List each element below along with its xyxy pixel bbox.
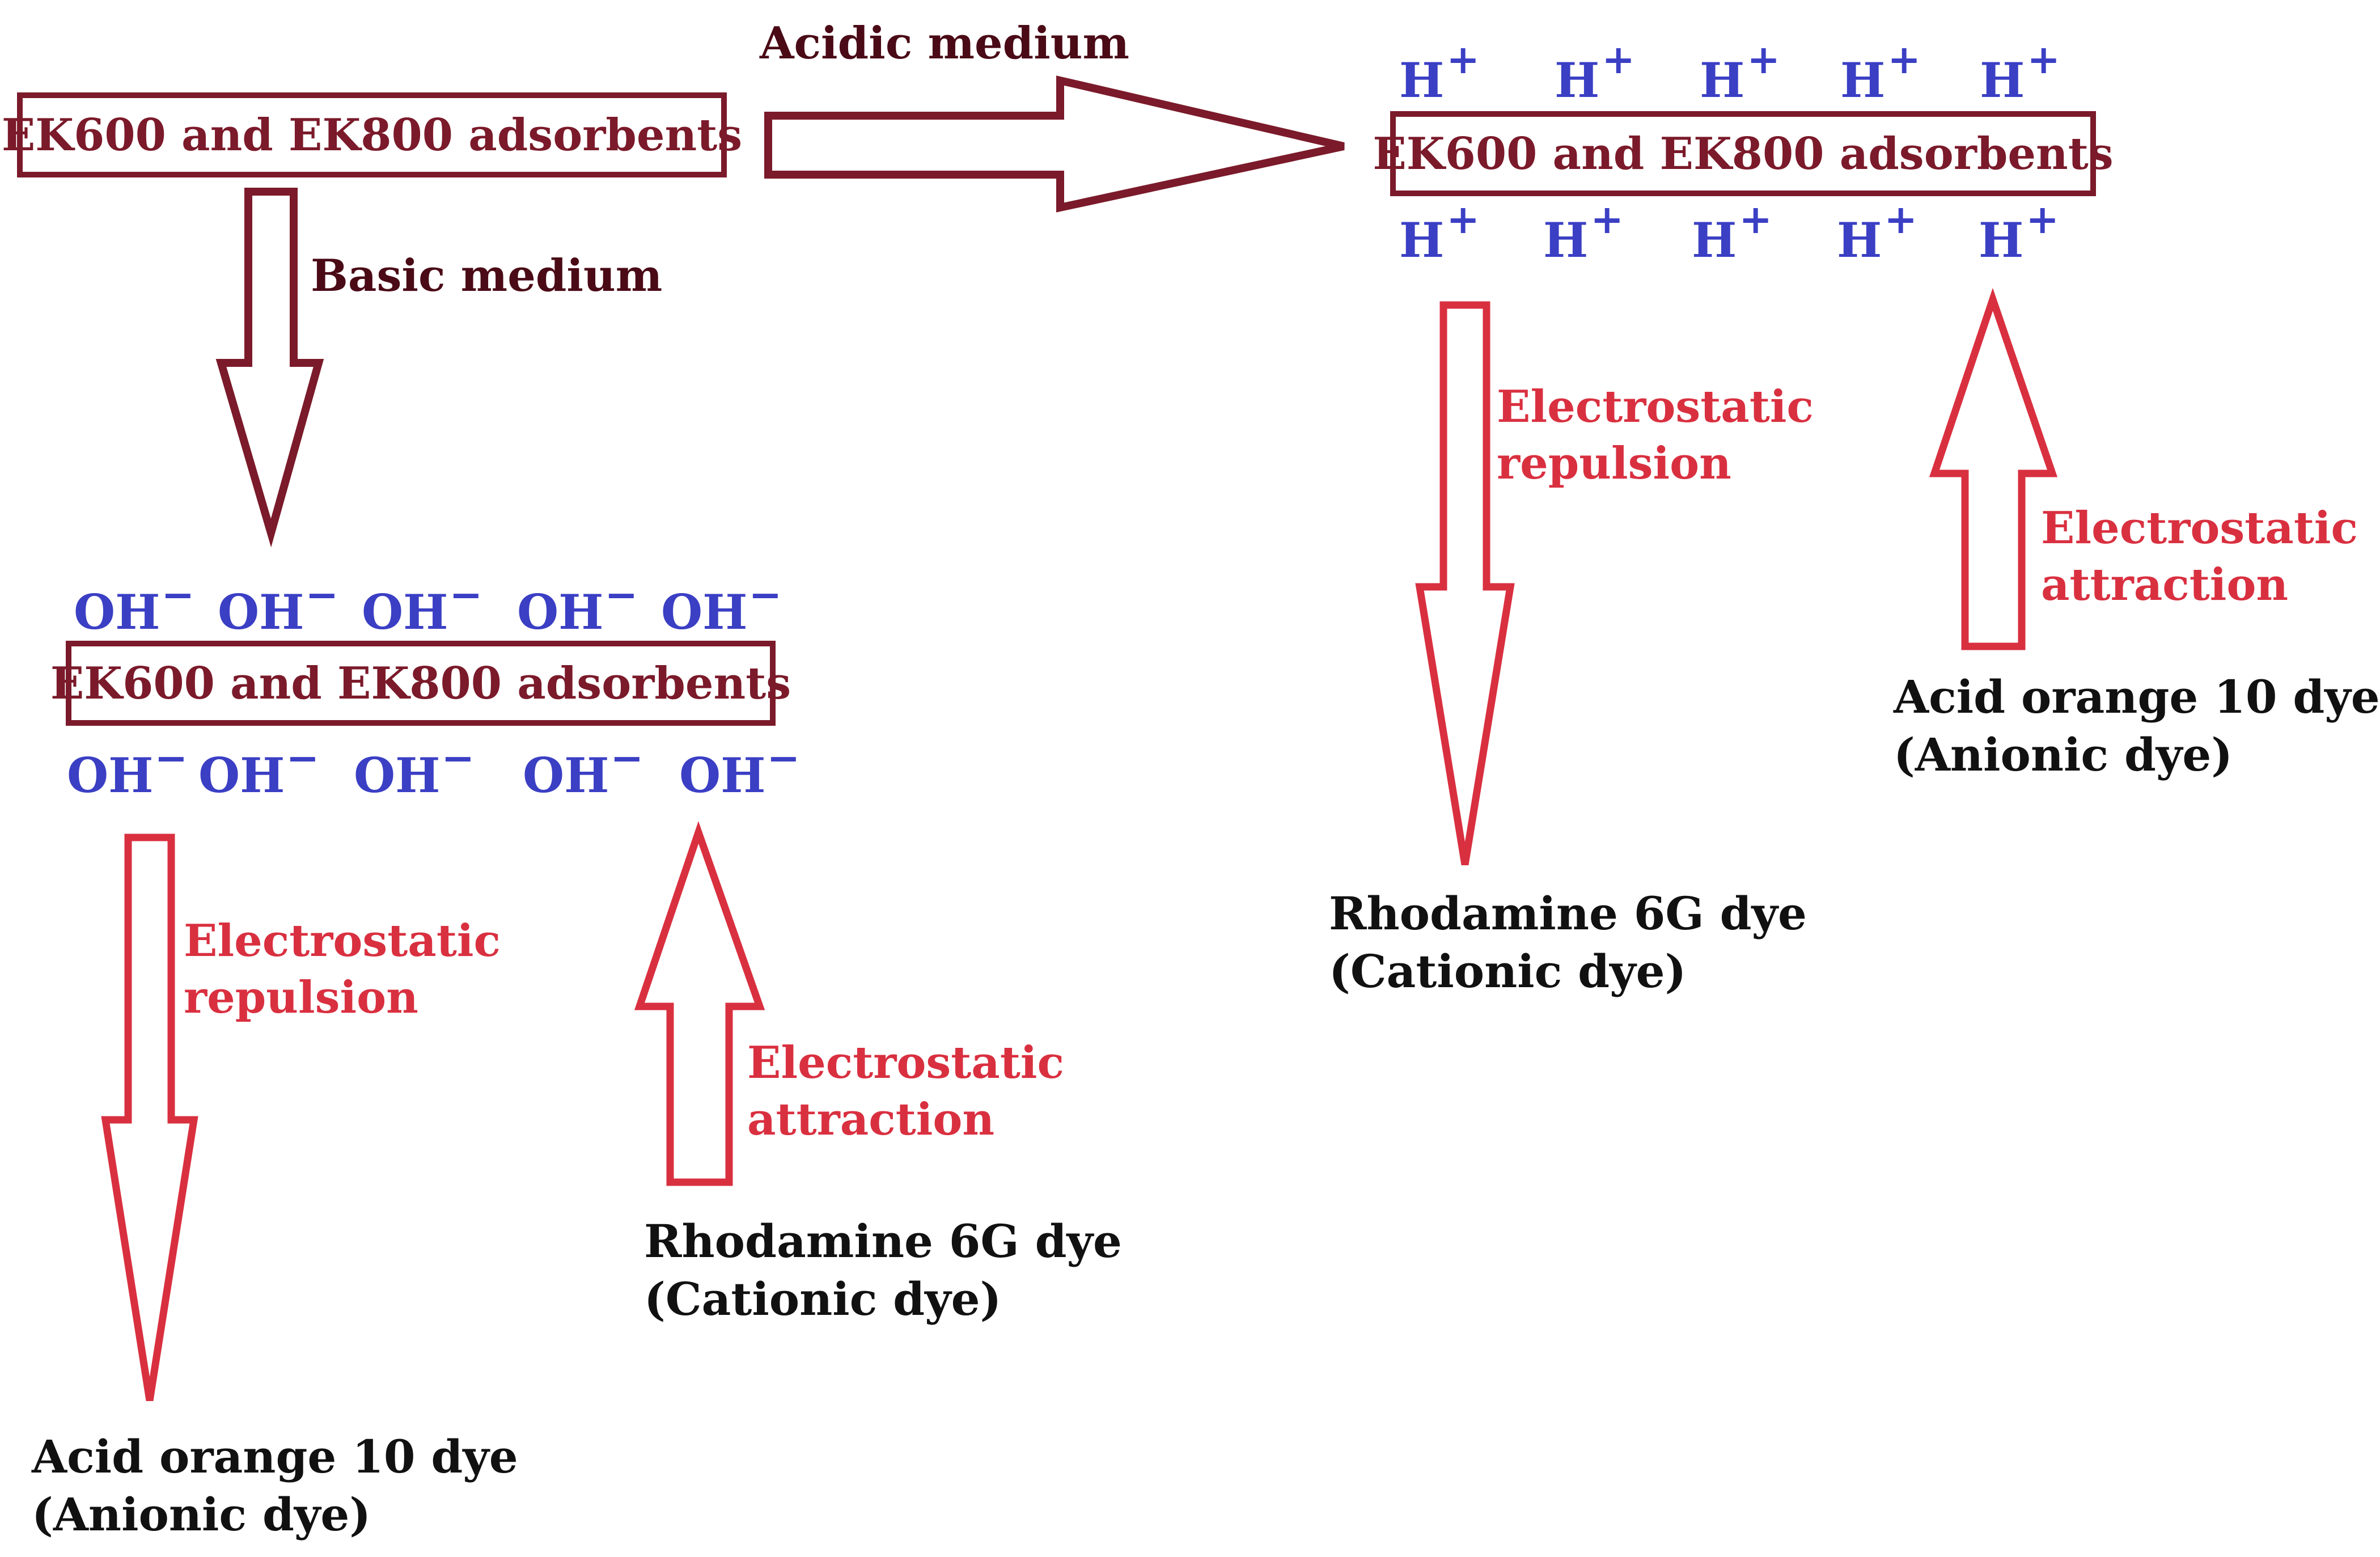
adsorbent-box-basic: EK600 and EK800 adsorbents: [50, 641, 791, 726]
h-plus-ion: H+: [1837, 196, 1918, 268]
oh-minus-ion: OH−: [198, 734, 320, 803]
oh-minus-ion: OH−: [517, 571, 638, 640]
basic-attraction-label: Electrostatic attraction: [747, 1037, 1064, 1145]
basic-medium-label: Basic medium: [311, 250, 663, 302]
h-plus-ion: H+: [1692, 196, 1773, 268]
acidic-medium-arrow: [764, 75, 1345, 213]
oh-minus-ion: OH−: [362, 571, 483, 640]
h-plus-ion: H+: [1543, 196, 1624, 268]
acidic-repelled-dye-label: Rhodamine 6G dye (Cationic dye): [1329, 887, 1807, 998]
acidic-attraction-arrow: [1929, 287, 2058, 650]
h-plus-ion: H+: [1980, 36, 2061, 108]
oh-minus-ion: OH−: [67, 734, 188, 803]
oh-minus-ion: OH−: [74, 571, 195, 640]
adsorbent-label-initial: EK600 and EK800 adsorbents: [1, 109, 743, 161]
acidic-repulsion-arrow: [1415, 301, 1515, 866]
arrows-layer: [101, 75, 2058, 1402]
basic-medium-arrow: [215, 188, 324, 548]
oh-minus-ion: OH−: [523, 734, 644, 803]
h-plus-ion: H+: [1979, 196, 2060, 268]
adsorbent-label-basic: EK600 and EK800 adsorbents: [50, 657, 791, 709]
adsorbent-box-acidic: EK600 and EK800 adsorbents: [1373, 111, 2114, 196]
acidic-repulsion-label: Electrostatic repulsion: [1497, 381, 1814, 489]
basic-attracted-dye-label: Rhodamine 6G dye (Cationic dye): [644, 1215, 1122, 1326]
basic-attraction-arrow: [634, 821, 765, 1186]
oh-minus-ion: OH−: [679, 734, 801, 803]
basic-repulsion-arrow: [101, 833, 198, 1402]
basic-repelled-dye-label: Acid orange 10 dye (Anionic dye): [32, 1430, 518, 1542]
adsorbent-label-acidic: EK600 and EK800 adsorbents: [1373, 128, 2114, 180]
h-plus-ion: H+: [1840, 36, 1921, 108]
adsorbent-box-initial: EK600 and EK800 adsorbents: [2, 92, 742, 177]
oh-minus-ion: OH−: [354, 734, 475, 803]
adsorption-mechanism-diagram: EK600 and EK800 adsorbents Acidic medium…: [2, 18, 2380, 1542]
oh-minus-ion: OH−: [661, 571, 782, 640]
h-plus-ion: H+: [1700, 36, 1781, 108]
acidic-medium-label: Acidic medium: [760, 18, 1130, 69]
oh-minus-ion: OH−: [218, 571, 339, 640]
basic-repulsion-label: Electrostatic repulsion: [184, 915, 501, 1023]
acidic-attracted-dye-label: Acid orange 10 dye (Anionic dye): [1894, 670, 2380, 782]
h-plus-ion: H+: [1399, 36, 1480, 108]
h-plus-ion: H+: [1555, 36, 1636, 108]
h-plus-ion: H+: [1399, 196, 1480, 268]
acidic-attraction-label: Electrostatic attraction: [2041, 502, 2358, 611]
